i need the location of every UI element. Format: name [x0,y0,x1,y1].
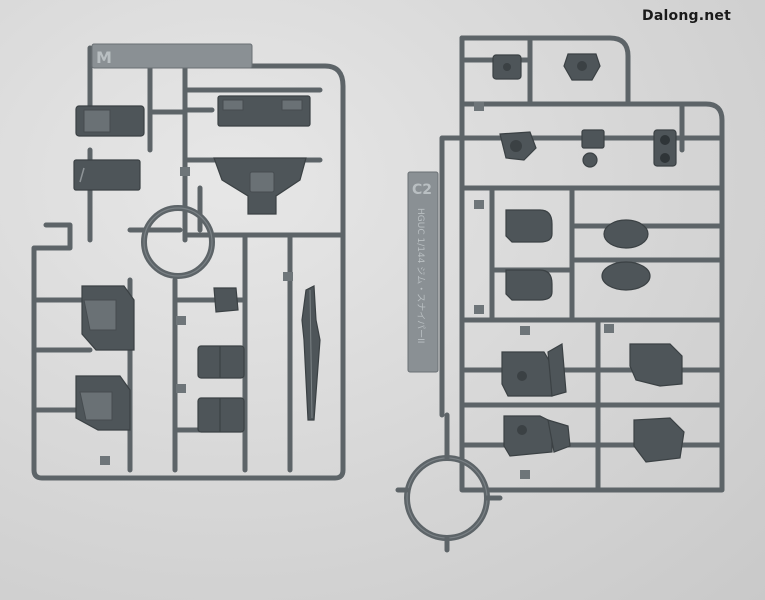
left-sprue: M [31,43,346,481]
right-sprue: C2 HGUC 1/144 ジム・スナイパーII [395,35,725,553]
left-tag-letter: M [96,48,112,67]
right-tag-plate [407,171,439,373]
left-parts [73,95,321,433]
right-tag-label: HGUC 1/144 ジム・スナイパーII [415,208,426,343]
right-parts [492,53,685,463]
left-tag-plate [91,43,253,69]
molded-markers [100,102,614,479]
watermark: Dalong.net [642,8,731,24]
right-tag-letter: C2 [412,182,432,198]
